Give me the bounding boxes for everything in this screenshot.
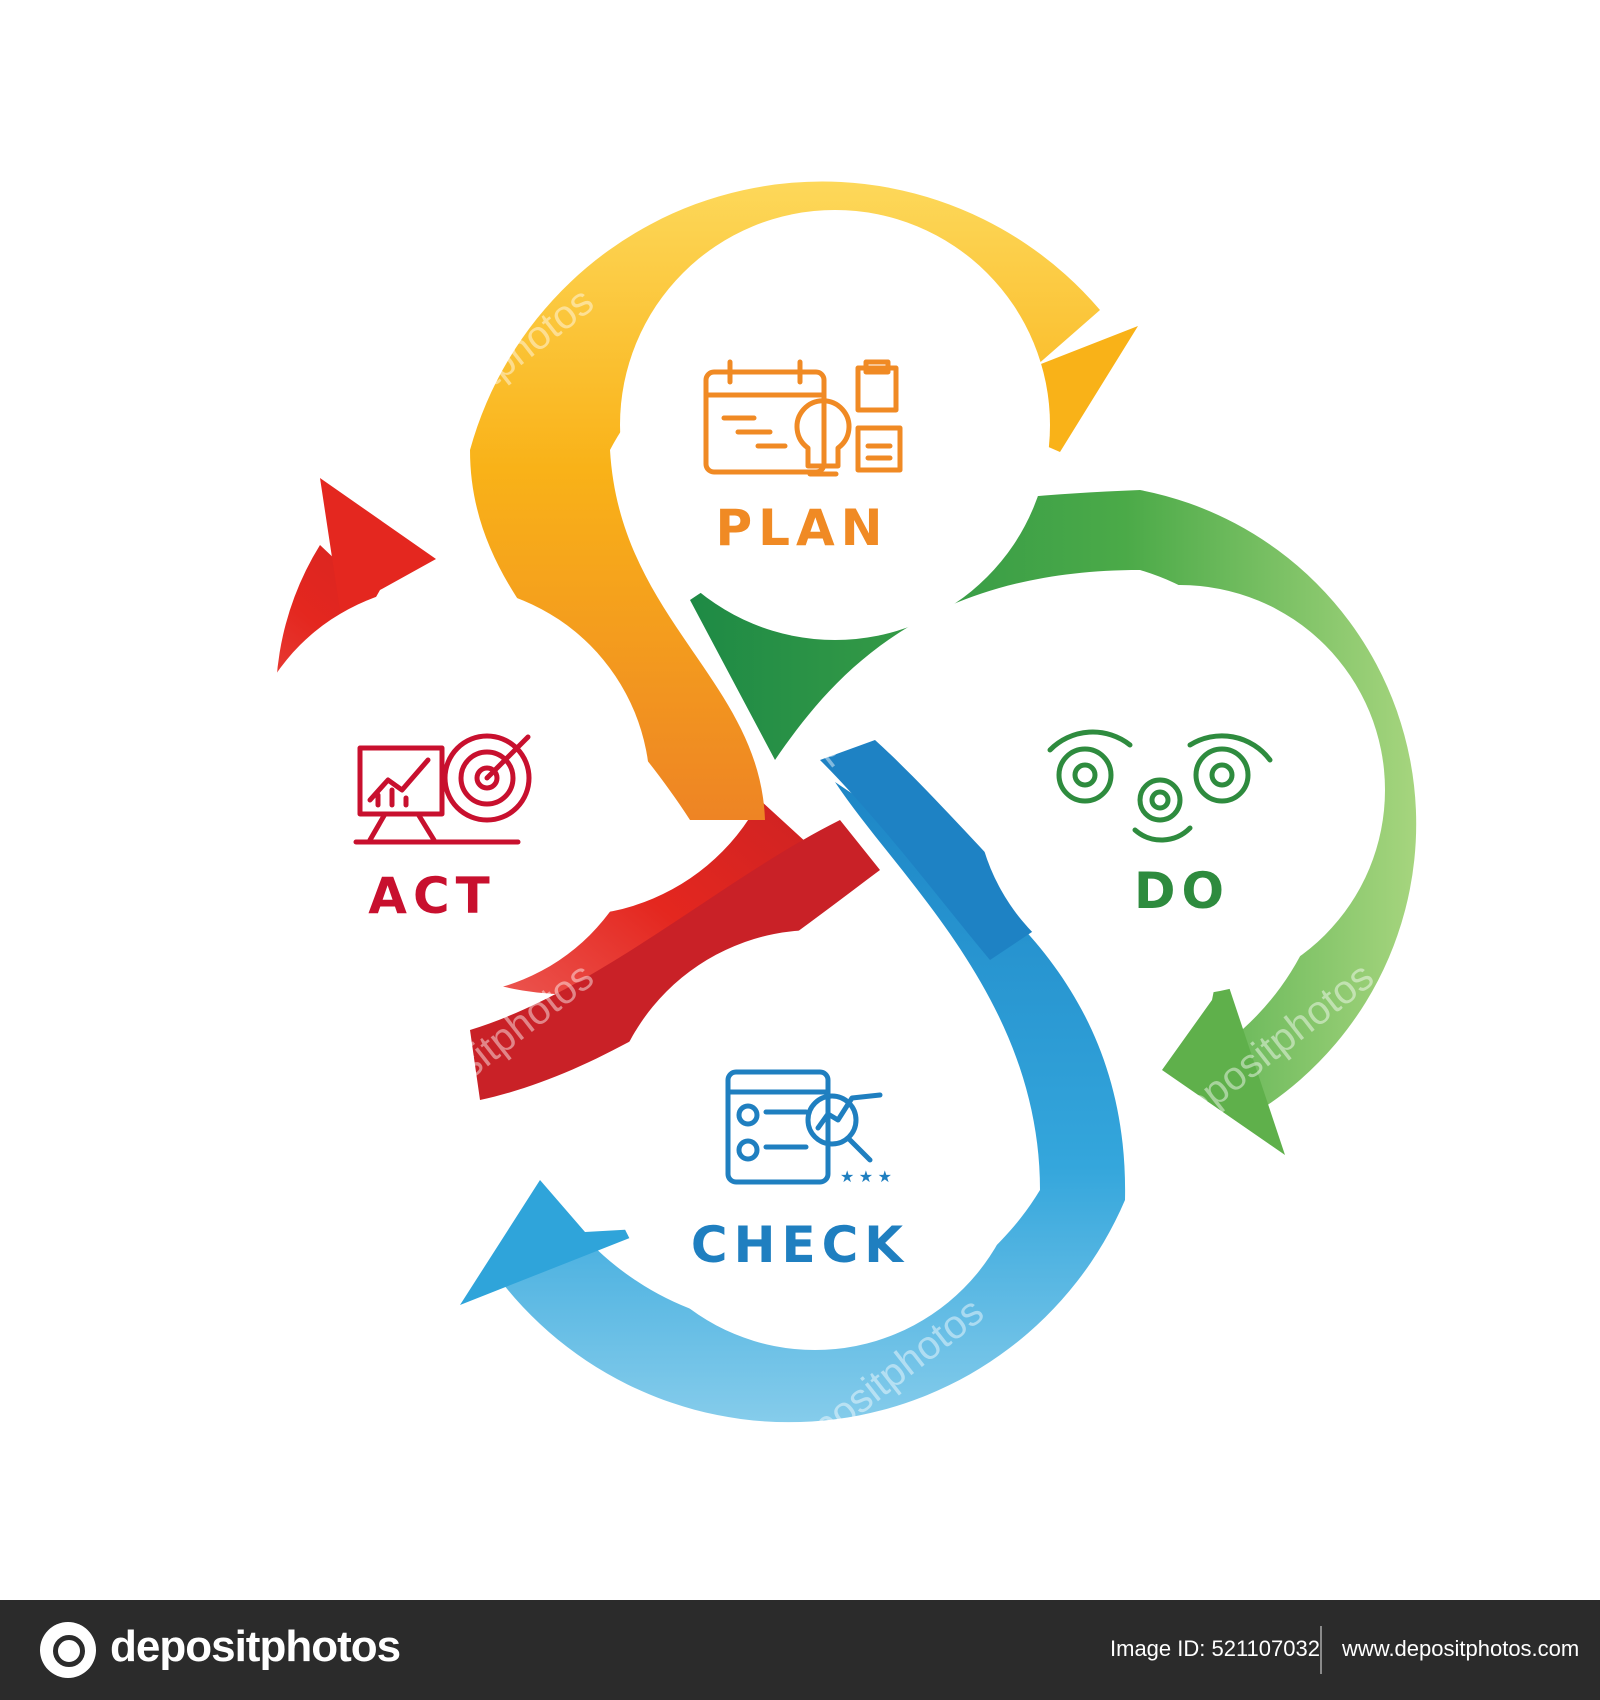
act-label: ACT xyxy=(368,867,496,925)
do-arrowhead xyxy=(1162,960,1285,1155)
image-id: Image ID: 521107032 xyxy=(1110,1636,1320,1661)
plan-label: PLAN xyxy=(715,499,888,557)
plan-calendar-lightbulb-icon xyxy=(703,359,903,477)
check-arrowhead xyxy=(460,1180,655,1305)
footer-bar: depositphotos Image ID: 521107032 www.de… xyxy=(0,1600,1600,1700)
svg-text:★ ★ ★: ★ ★ ★ xyxy=(840,1169,892,1186)
site-url[interactable]: www.depositphotos.com xyxy=(1342,1636,1580,1661)
check-label: CHECK xyxy=(691,1216,909,1274)
footer-separator xyxy=(1320,1626,1322,1674)
chart-target-icon xyxy=(353,733,532,845)
gears-icon xyxy=(1047,729,1273,843)
do-label: DO xyxy=(1134,862,1230,920)
camera-logo-icon xyxy=(40,1622,96,1678)
checklist-magnifier-icon: ★ ★ ★ xyxy=(725,1069,892,1186)
plan-center xyxy=(620,210,1050,640)
do-arrow xyxy=(690,490,1417,1155)
check-arrow xyxy=(460,740,1126,1423)
act-arrowhead xyxy=(320,478,436,650)
pdca-diagram: ★ ★ ★ PLAN DO CHECK ACT depositphotos de… xyxy=(275,181,1417,1423)
brand-name: depositphotos xyxy=(110,1622,401,1671)
